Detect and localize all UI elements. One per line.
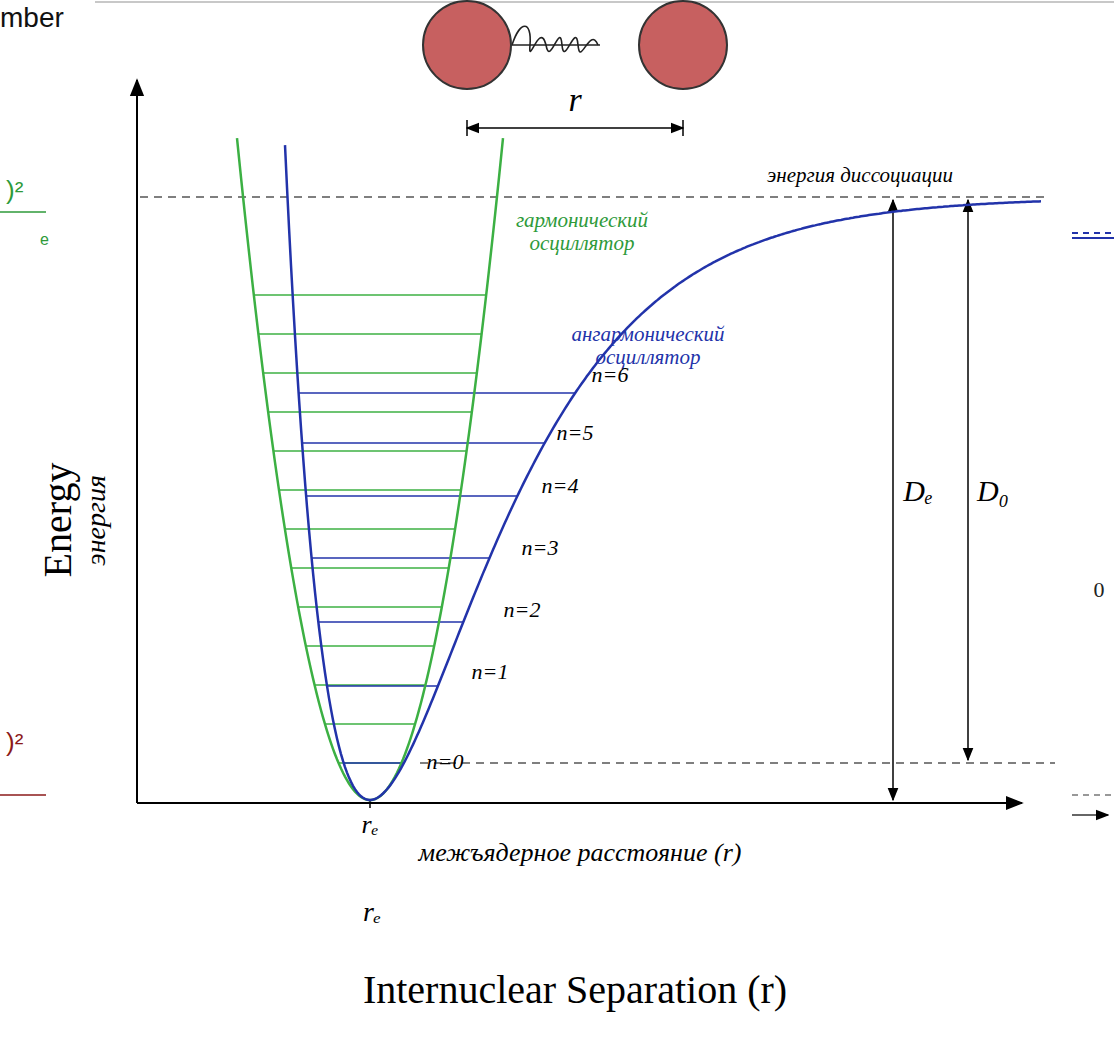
re-label: rₑ	[363, 897, 381, 928]
harmonic-level	[325, 723, 415, 725]
de-arrow	[892, 200, 894, 800]
fraction-bar	[0, 211, 46, 213]
y-axis	[136, 80, 138, 803]
harmonic-curve	[237, 138, 503, 800]
level-number: n=3	[522, 536, 559, 560]
dissociation-line	[140, 196, 1045, 197]
dissociation-label: энергия диссоциации	[767, 164, 953, 187]
axis-title: межъядерное расстояние (r)	[419, 839, 742, 868]
harmonic-level	[285, 528, 455, 530]
fragment-arrow	[1072, 814, 1108, 816]
spring	[512, 26, 598, 52]
fragment-line	[1072, 232, 1114, 234]
level-number: n=6	[592, 363, 629, 387]
harmonic-level	[254, 294, 486, 296]
level-number: n=1	[472, 660, 509, 684]
frame-line	[95, 1, 1114, 3]
re-label: rₑ	[362, 811, 379, 840]
axis-title: энергия	[81, 475, 112, 566]
anharmonic-level	[344, 762, 404, 764]
level-number: n=0	[427, 750, 464, 774]
x-axis	[137, 802, 1022, 804]
tick	[466, 120, 468, 136]
harmonic-level	[306, 645, 434, 647]
fragment-line	[1072, 237, 1114, 239]
zero-level-line	[420, 762, 1055, 763]
d0-arrow	[967, 200, 969, 760]
anharmonic-level	[312, 557, 490, 559]
atom	[423, 1, 511, 89]
anharmonic-level	[299, 392, 576, 394]
anharmonic-level	[306, 495, 517, 497]
d0-label: D₀	[977, 474, 1009, 507]
axis-title: Internuclear Separation (r)	[363, 968, 787, 1012]
level-number: n=5	[557, 421, 594, 445]
distance-arrow	[467, 127, 683, 129]
tick	[682, 120, 684, 136]
fragment-line	[1072, 794, 1114, 795]
axis-title: Energy	[36, 463, 80, 578]
anharmonic-level	[302, 442, 545, 444]
harmonic-label: гармонический осциллятор	[502, 209, 662, 255]
de-label: Dₑ	[903, 474, 933, 507]
fraction-bar	[0, 794, 46, 796]
distance-symbol: r	[568, 81, 581, 118]
harmonic-level	[291, 567, 448, 569]
atom	[639, 1, 727, 89]
anharmonic-level	[318, 621, 463, 623]
anharmonic-label: ангармонический осциллятор	[563, 323, 733, 369]
level-number: n=2	[504, 598, 541, 622]
formula-fragment: )²	[6, 176, 23, 205]
harmonic-level	[258, 333, 481, 335]
anharmonic-level	[327, 685, 438, 687]
harmonic-level	[263, 372, 477, 374]
formula-fragment: )²	[6, 728, 23, 757]
harmonic-level	[298, 606, 442, 608]
level-number: n=4	[542, 474, 579, 498]
morse-curve	[285, 145, 1041, 800]
cut-heading: mber	[0, 3, 64, 34]
formula-fragment: e	[40, 231, 49, 249]
cut-number: 0	[1094, 578, 1105, 602]
